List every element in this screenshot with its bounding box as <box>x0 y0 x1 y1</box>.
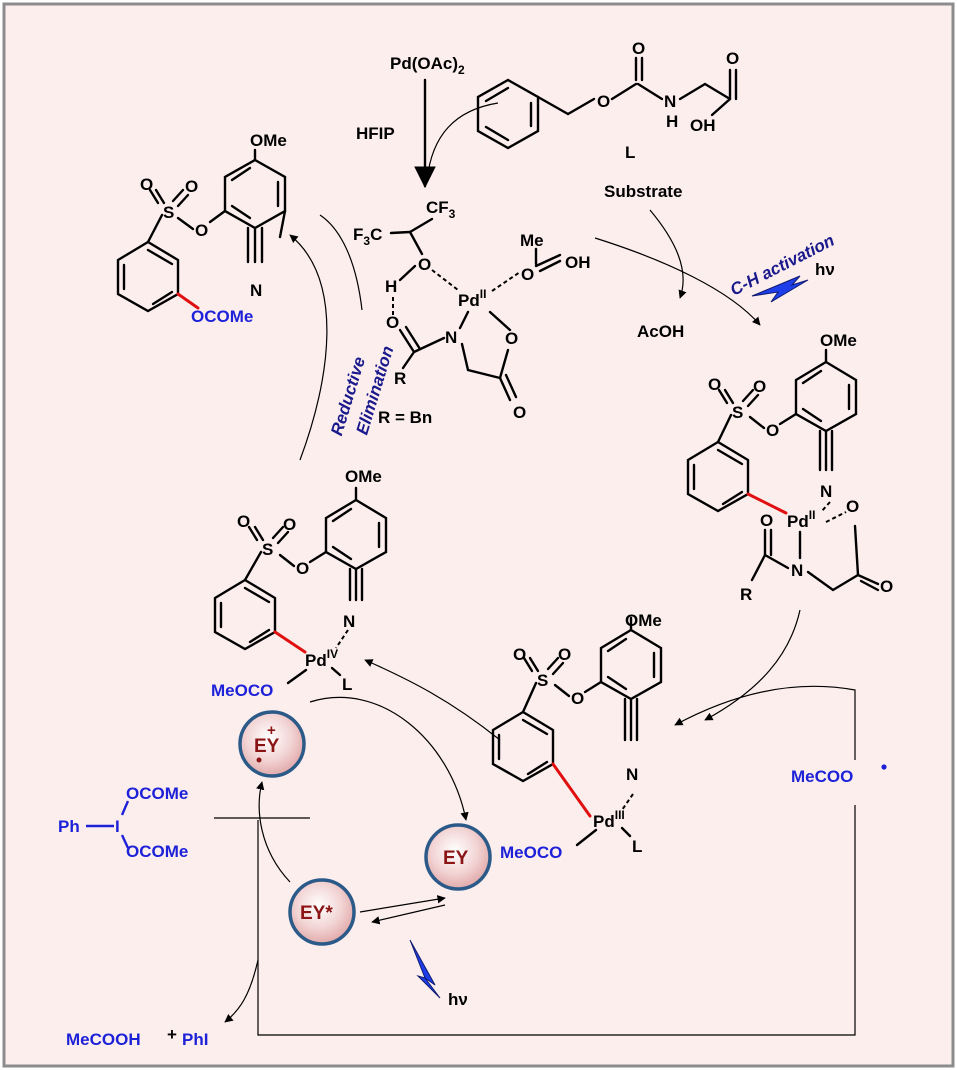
svg-text:R: R <box>394 369 406 388</box>
byproducts: MeCOOH + PhI <box>66 1025 208 1049</box>
svg-text:O: O <box>418 255 431 274</box>
catalyst-reagent: Pd(OAc)2 HFIP <box>356 54 499 189</box>
svg-text:OMe: OMe <box>820 331 857 350</box>
svg-text:OCOMe: OCOMe <box>191 307 253 326</box>
mecoo-radical-label: MeCOO <box>791 767 853 786</box>
svg-text:CF3: CF3 <box>426 198 456 221</box>
pd-iii-intermediate: OMe N O S O O PdIII L MeOCO <box>491 611 663 862</box>
svg-text:O: O <box>558 645 571 664</box>
ligand-structure: O O N H O OH L <box>476 39 739 162</box>
svg-text:N: N <box>626 765 638 784</box>
svg-text:O: O <box>195 221 208 240</box>
svg-text:O: O <box>386 313 399 332</box>
acoh-label: AcOH <box>637 322 684 341</box>
svg-text:O: O <box>726 49 739 68</box>
svg-text:N: N <box>664 92 676 111</box>
svg-text:O: O <box>571 689 584 708</box>
ey-excited-sphere: EY* <box>288 878 356 946</box>
svg-text:I: I <box>115 817 120 836</box>
svg-text:O: O <box>185 177 198 196</box>
substrate-label: Substrate <box>604 182 682 201</box>
svg-text:N: N <box>250 281 262 300</box>
svg-text:PdII: PdII <box>458 287 486 310</box>
svg-text:MeOCO: MeOCO <box>500 843 562 862</box>
svg-text:Pd(OAc)2: Pd(OAc)2 <box>390 54 465 77</box>
svg-text:N: N <box>445 328 457 347</box>
svg-text:EY: EY <box>254 736 280 757</box>
product-structure: OMe N O S O O OCOMe <box>116 131 287 326</box>
svg-text:N: N <box>343 612 355 631</box>
svg-text:OCOMe: OCOMe <box>126 784 188 803</box>
svg-text:F3C: F3C <box>353 225 382 248</box>
svg-text:O: O <box>513 645 526 664</box>
svg-text:Ph: Ph <box>58 817 80 836</box>
svg-text:OMe: OMe <box>625 611 662 630</box>
ligand-label: L <box>625 143 635 162</box>
svg-text:Me: Me <box>520 231 544 250</box>
svg-text:L: L <box>632 837 642 856</box>
svg-text:O: O <box>846 497 859 516</box>
svg-text:O: O <box>505 329 518 348</box>
r-definition: R = Bn <box>378 408 432 427</box>
svg-text:PhI: PhI <box>182 1030 208 1049</box>
svg-text:O: O <box>140 175 153 194</box>
svg-text:+: + <box>167 1025 177 1044</box>
svg-text:MeCOOH: MeCOOH <box>66 1030 141 1049</box>
svg-text:O: O <box>296 559 309 578</box>
ey-cation-sphere: EY + <box>238 710 306 778</box>
svg-text:O: O <box>753 377 766 396</box>
svg-text:O: O <box>597 92 610 111</box>
svg-text:O: O <box>880 577 893 596</box>
svg-text:S: S <box>163 203 174 222</box>
svg-text:H: H <box>385 277 397 296</box>
svg-text:O: O <box>632 39 645 58</box>
pd-ii-hfip-complex: CF3 F3C O H PdII Me O OH O R N O O R = B… <box>353 198 591 427</box>
svg-text:MeOCO: MeOCO <box>211 681 273 700</box>
svg-text:O: O <box>760 511 773 530</box>
svg-text:O: O <box>513 403 526 422</box>
svg-text:PdII: PdII <box>787 508 815 531</box>
svg-text:EY*: EY* <box>300 903 333 924</box>
svg-text:H: H <box>666 112 678 131</box>
svg-text:S: S <box>262 540 273 559</box>
svg-text:N: N <box>820 482 832 501</box>
hv-label-bottom: hν <box>448 990 468 1009</box>
hv-label-top: hν <box>815 260 835 279</box>
phi-oac2-reagent: Ph I OCOMe OCOMe <box>58 784 188 861</box>
light-bolt-icon <box>751 275 809 303</box>
svg-text:+: + <box>267 722 276 739</box>
light-bolt-icon <box>409 939 441 999</box>
svg-text:PdIV: PdIV <box>305 647 338 670</box>
svg-text:O: O <box>283 515 296 534</box>
svg-text:O: O <box>521 265 534 284</box>
svg-text:OMe: OMe <box>250 131 287 150</box>
svg-text:S: S <box>732 403 743 422</box>
svg-text:O: O <box>708 375 721 394</box>
solvent-label: HFIP <box>356 124 395 143</box>
svg-text:PdIII: PdIII <box>593 808 625 831</box>
svg-text:OCOMe: OCOMe <box>126 842 188 861</box>
svg-text:OMe: OMe <box>345 467 382 486</box>
pd-iv-intermediate: OMe N O S O O PdIV L MeOCO <box>211 467 388 700</box>
svg-text:OH: OH <box>690 116 716 135</box>
svg-text:S: S <box>537 671 548 690</box>
svg-text:L: L <box>342 675 352 694</box>
svg-text:O: O <box>766 421 779 440</box>
svg-text:R: R <box>740 585 752 604</box>
svg-text:O: O <box>237 512 250 531</box>
svg-text:N: N <box>791 561 803 580</box>
pd-ii-palladacycle: OMe N O S O O PdII O N O R <box>686 331 893 604</box>
svg-text:OH: OH <box>565 253 591 272</box>
svg-text:EY: EY <box>443 848 469 869</box>
ey-ground-sphere: EY <box>424 823 492 891</box>
